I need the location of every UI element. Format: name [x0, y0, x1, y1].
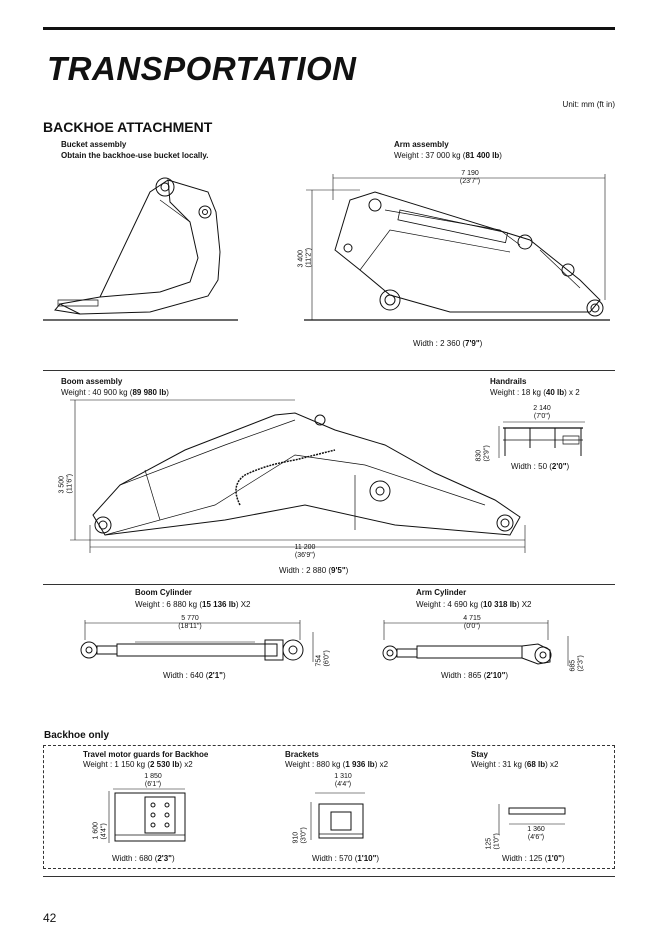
page-number: 42	[43, 911, 57, 925]
backhoe-only-box	[43, 745, 615, 869]
bucket-title: Bucket assembly	[61, 140, 127, 149]
brackets-drawing	[305, 790, 375, 845]
stay-drawing	[495, 798, 575, 838]
backhoe-only-title: Backhoe only	[44, 730, 110, 741]
separator-2	[43, 584, 615, 585]
arm-cylinder-width: Width : 865 (2'10")	[441, 671, 509, 680]
arm-cylinder-title: Arm Cylinder	[416, 588, 467, 597]
boom-weight: Weight : 40 900 kg (89 980 lb)	[61, 388, 169, 397]
arm-cylinder-drawing	[378, 620, 578, 670]
travel-guards-length: 1 850	[144, 773, 162, 780]
boom-length-ft: (36'9")	[294, 552, 316, 559]
boom-cylinder-drawing	[75, 620, 315, 665]
travel-guards-length-ft: (6'1")	[144, 781, 162, 788]
page-title: TRANSPORTATION	[47, 50, 357, 87]
travel-guards-width: Width : 680 (2'3")	[112, 854, 175, 863]
handrails-drawing	[485, 418, 595, 460]
brackets-weight: Weight : 880 kg (1 936 lb) x2	[285, 760, 389, 769]
top-rule	[43, 27, 615, 30]
unit-note: Unit: mm (ft in)	[562, 100, 615, 109]
brackets-title: Brackets	[285, 750, 319, 759]
handrails-height: 830	[475, 449, 483, 462]
travel-guards-drawing	[105, 783, 195, 848]
travel-guards-title: Travel motor guards for Backhoe	[83, 750, 209, 759]
brackets-length: 1 310	[334, 773, 352, 780]
separator-3	[43, 876, 615, 877]
bucket-drawing	[40, 172, 240, 324]
boom-cylinder-weight: Weight : 6 880 kg (15 136 lb) X2	[135, 600, 251, 609]
boom-cylinder-width: Width : 640 (2'1")	[163, 671, 226, 680]
arm-drawing	[300, 170, 615, 325]
handrails-length-ft: (7'0")	[533, 413, 551, 420]
stay-length: 1 360	[527, 826, 545, 833]
handrails-width: Width : 50 (2'0")	[511, 462, 570, 471]
arm-length: 7 190	[461, 170, 479, 177]
boom-cylinder-title: Boom Cylinder	[135, 588, 192, 597]
bucket-note: Obtain the backhoe-use bucket locally.	[61, 151, 209, 160]
stay-weight: Weight : 31 kg (68 lb) x2	[471, 760, 559, 769]
brackets-height: 910	[292, 831, 300, 844]
arm-length-ft: (23'7")	[459, 178, 481, 185]
travel-guards-weight: Weight : 1 150 kg (2 530 lb) x2	[83, 760, 193, 769]
arm-title: Arm assembly	[394, 140, 449, 149]
arm-cylinder-length-ft: (0'0")	[463, 623, 481, 630]
stay-height: 125	[485, 837, 493, 850]
separator-1	[43, 370, 615, 371]
boom-title: Boom assembly	[61, 377, 123, 386]
boom-cylinder-height-ft: (6'0")	[323, 650, 331, 667]
stay-width: Width : 125 (1'0")	[502, 854, 565, 863]
boom-drawing	[65, 395, 535, 560]
arm-weight: Weight : 37 000 kg (81 400 lb)	[394, 151, 502, 160]
handrails-weight: Weight : 18 kg (40 lb) x 2	[490, 388, 580, 397]
handrails-title: Handrails	[490, 377, 527, 386]
arm-width: Width : 2 360 (7'9")	[413, 339, 483, 348]
brackets-length-ft: (4'4")	[334, 781, 352, 788]
arm-cylinder-weight: Weight : 4 690 kg (10 318 lb) X2	[416, 600, 532, 609]
stay-length-ft: (4'6")	[527, 834, 545, 841]
boom-cylinder-length: 5 770	[181, 615, 199, 622]
boom-length: 11 200	[294, 544, 316, 551]
boom-cylinder-height: 754	[315, 654, 323, 667]
boom-width: Width : 2 880 (9'5")	[279, 566, 349, 575]
travel-guards-height: 1 600	[92, 821, 100, 840]
section-title: BACKHOE ATTACHMENT	[43, 119, 213, 135]
arm-cylinder-height-ft: (2'3")	[577, 655, 585, 672]
arm-cylinder-length: 4 715	[463, 615, 481, 622]
stay-title: Stay	[471, 750, 488, 759]
handrails-length: 2 140	[533, 405, 551, 412]
brackets-width: Width : 570 (1'10")	[312, 854, 380, 863]
boom-cylinder-length-ft: (18'11")	[178, 623, 202, 630]
